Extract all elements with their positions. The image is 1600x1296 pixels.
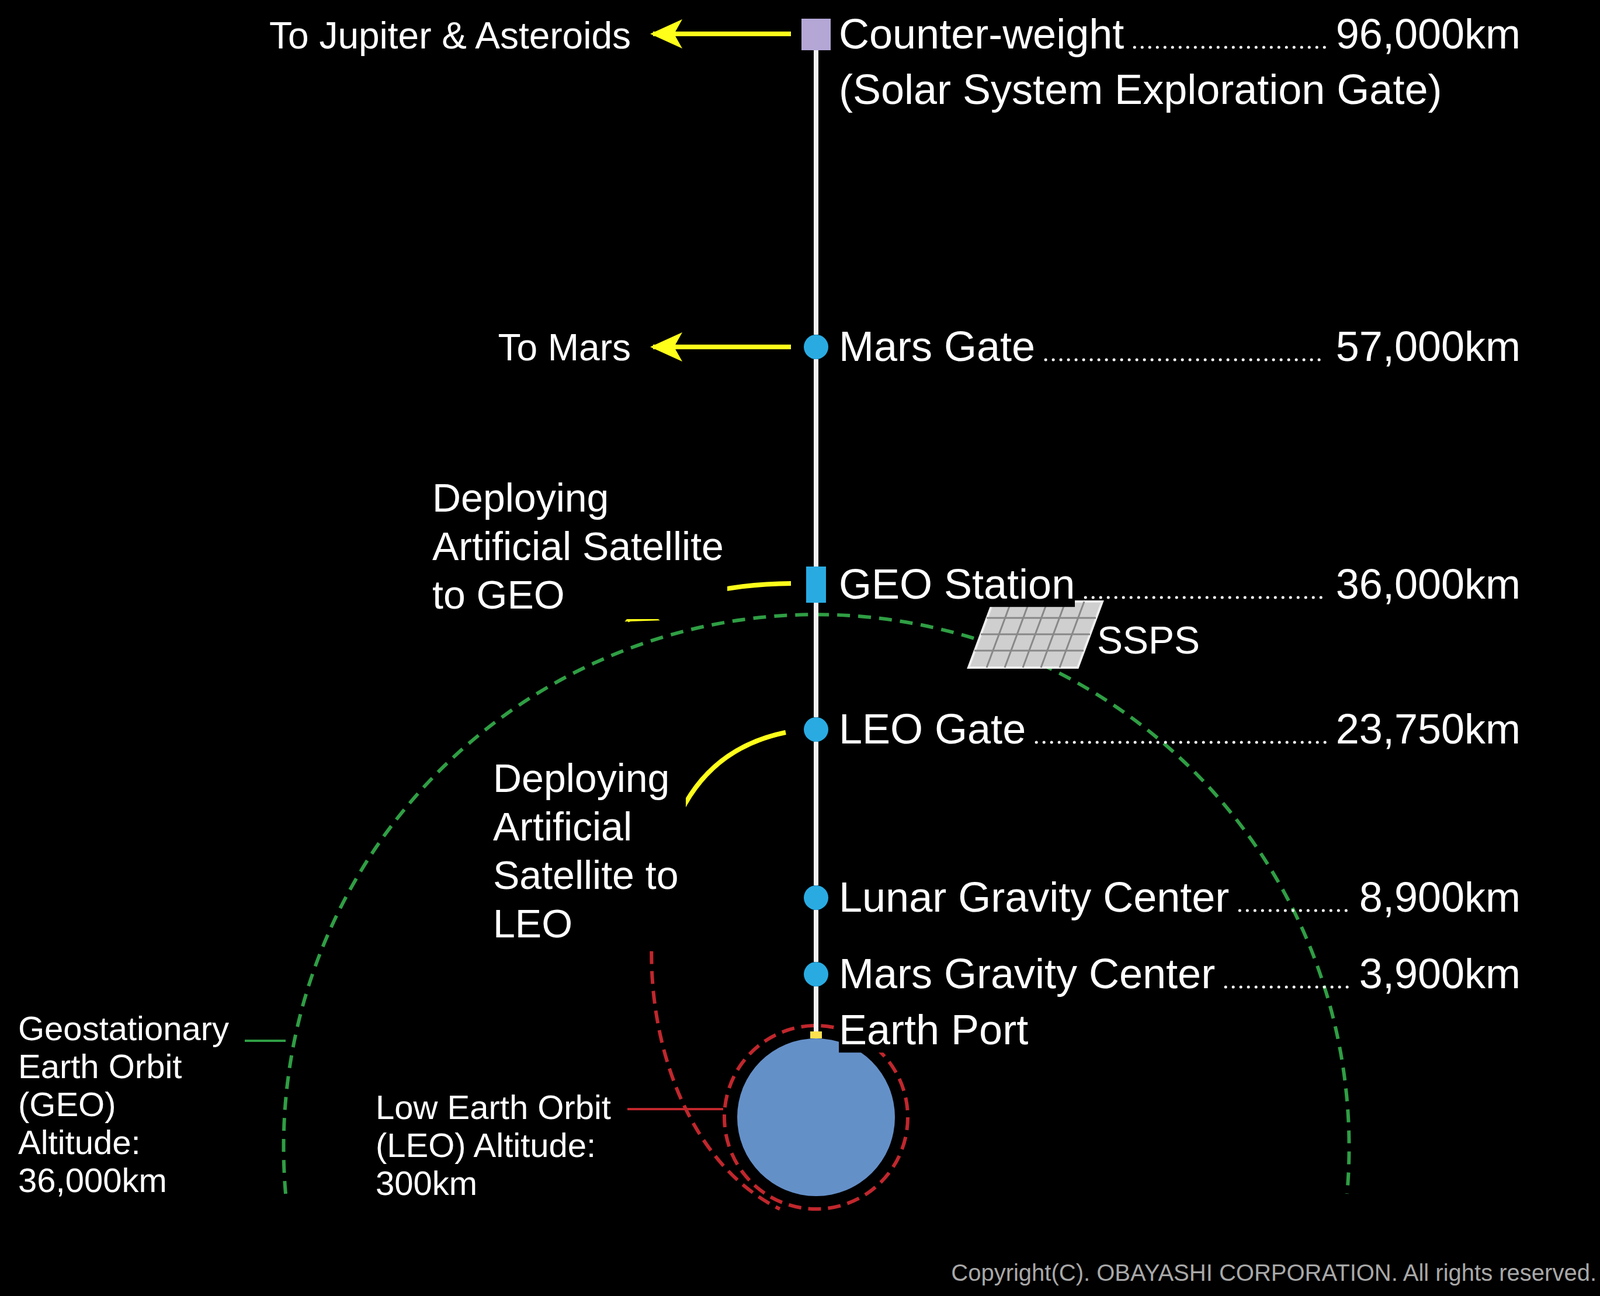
copyright: Copyright(C). OBAYASHI CORPORATION. All … bbox=[951, 1260, 1597, 1286]
counterweight: Counter-weight96,000km(Solar System Expl… bbox=[801, 18, 831, 51]
orbit-label: Geostationary Earth Orbit (GEO) Altitude… bbox=[18, 1010, 239, 1200]
tether-segment bbox=[813, 986, 819, 1032]
deploy-note: Deploying Artificial Satellite to LEO bbox=[493, 754, 686, 949]
station-name: Mars Gravity Center bbox=[838, 952, 1216, 997]
gate-dot: LEO Gate23,750km bbox=[803, 717, 829, 742]
tether-segment bbox=[813, 602, 819, 718]
tether-segment bbox=[813, 50, 819, 335]
distance-value: 23,750km bbox=[1335, 707, 1521, 752]
distance-value: 36,000km bbox=[1335, 562, 1521, 607]
destination-label: To Mars bbox=[497, 327, 631, 369]
leader-dots bbox=[1239, 909, 1349, 913]
station-name: LEO Gate bbox=[838, 707, 1026, 752]
leo-orbit bbox=[724, 1025, 908, 1210]
station-name: Counter-weight bbox=[838, 12, 1124, 57]
distance-value: 96,000km bbox=[1335, 12, 1521, 57]
orbit-label: Low Earth Orbit (LEO) Altitude: 300km bbox=[375, 1088, 621, 1203]
destination-label: To Jupiter & Asteroids bbox=[269, 15, 631, 57]
leader-dots bbox=[1036, 741, 1326, 745]
gate-dot: Lunar Gravity Center8,900km bbox=[803, 885, 829, 911]
earth bbox=[737, 1038, 895, 1197]
station-name: Mars Gate bbox=[838, 324, 1036, 370]
leader-dots bbox=[1085, 596, 1326, 600]
gate-dot: Mars Gate57,000km bbox=[803, 334, 829, 360]
leader-dots bbox=[1134, 46, 1326, 50]
tether-segment bbox=[813, 359, 819, 567]
launch-arrows bbox=[627, 33, 791, 873]
distance-value: 3,900km bbox=[1359, 952, 1521, 997]
deploy-note: Deploying Artificial Satellite to GEO bbox=[432, 473, 728, 620]
gate-dot: Mars Gravity Center3,900km bbox=[803, 962, 829, 987]
station-block: GEO Station36,000km bbox=[806, 566, 826, 603]
leader-dots bbox=[1045, 358, 1326, 362]
ssps-panel bbox=[968, 601, 1103, 668]
earth-port: Earth Port bbox=[810, 1031, 822, 1039]
tether-segment bbox=[813, 910, 819, 963]
geo-leader bbox=[244, 1039, 286, 1043]
station-subtitle: (Solar System Exploration Gate) bbox=[838, 67, 1442, 113]
station-name: Earth Port bbox=[838, 1008, 1029, 1053]
ssps-label: SSPS bbox=[1097, 619, 1200, 662]
tether-segment bbox=[813, 741, 819, 886]
station-name: GEO Station bbox=[838, 562, 1075, 607]
distance-value: 8,900km bbox=[1359, 875, 1521, 921]
leo-leader bbox=[627, 1108, 724, 1111]
station-name: Lunar Gravity Center bbox=[838, 875, 1230, 921]
leader-dots bbox=[1225, 986, 1349, 989]
distance-value: 57,000km bbox=[1335, 324, 1521, 370]
